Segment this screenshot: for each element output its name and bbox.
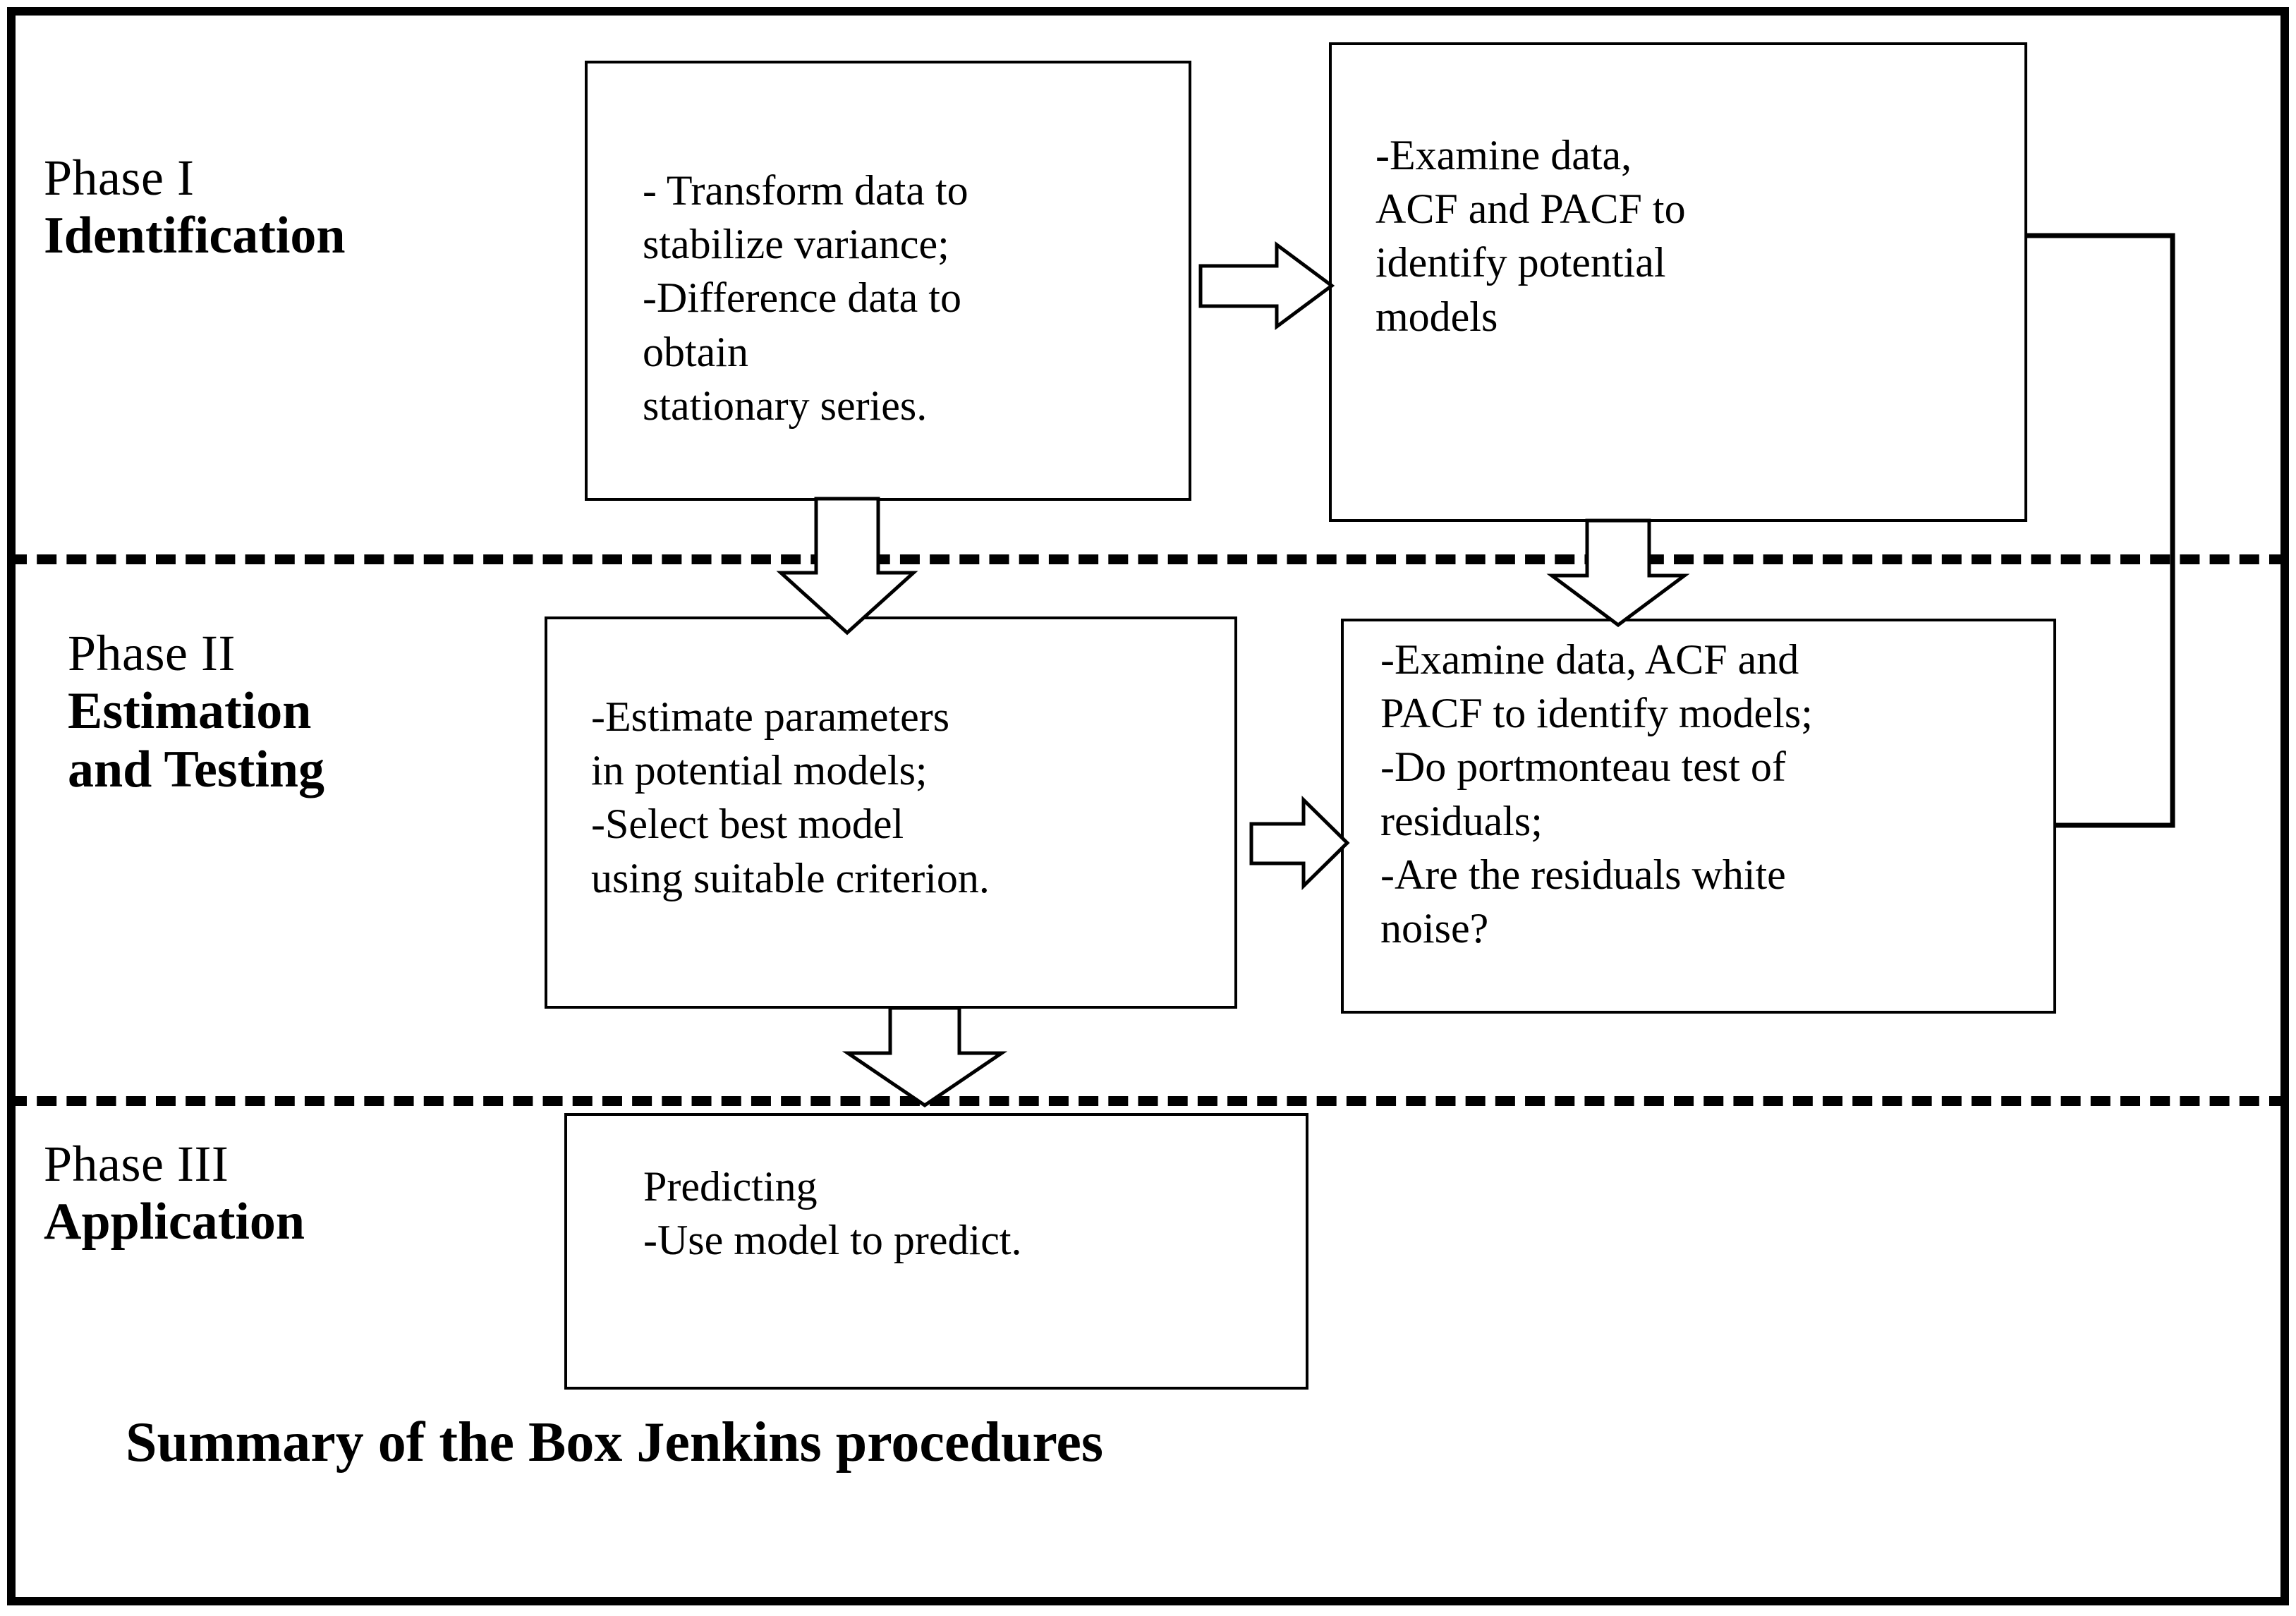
box-transform-data-text: - Transform data to stabilize variance; … bbox=[643, 167, 968, 429]
box-transform-data: - Transform data to stabilize variance; … bbox=[585, 61, 1191, 501]
arrow-transform-to-estimate bbox=[776, 497, 918, 636]
box-estimate-parameters: -Estimate parameters in potential models… bbox=[545, 616, 1237, 1009]
box-diagnostic-checking: -Examine data, ACF and PACF to identify … bbox=[1341, 619, 2056, 1014]
phase-2-number: Phase II bbox=[68, 625, 236, 681]
phase-1-number: Phase I bbox=[44, 150, 195, 206]
box-predicting: Predicting -Use model to predict. bbox=[564, 1113, 1308, 1390]
phase-label-3: Phase III Application bbox=[44, 1136, 305, 1251]
box-predicting-text: Predicting -Use model to predict. bbox=[643, 1163, 1022, 1264]
phase-3-name: Application bbox=[44, 1192, 305, 1251]
box-estimate-parameters-text: -Estimate parameters in potential models… bbox=[591, 693, 990, 901]
phase-divider-1 bbox=[7, 554, 2289, 564]
feedback-loop-identify-to-diagnostic bbox=[2022, 233, 2175, 828]
arrow-identify-to-diagnostic bbox=[1546, 518, 1690, 628]
diagram-caption: Summary of the Box Jenkins procedures bbox=[126, 1411, 1104, 1474]
phase-divider-2 bbox=[7, 1096, 2289, 1106]
phase-label-1: Phase I Identification bbox=[44, 150, 346, 265]
arrow-estimate-to-diagnostic bbox=[1249, 796, 1350, 890]
phase-label-2: Phase II Estimation and Testing bbox=[68, 625, 324, 798]
phase-2-name: Estimation and Testing bbox=[68, 681, 325, 798]
arrow-transform-to-identify bbox=[1198, 241, 1335, 330]
box-diagnostic-checking-text: -Examine data, ACF and PACF to identify … bbox=[1380, 636, 1813, 952]
box-identify-models: -Examine data, ACF and PACF to identify … bbox=[1329, 42, 2027, 522]
arrow-estimate-to-predicting bbox=[842, 1006, 1008, 1108]
phase-1-name: Identification bbox=[44, 206, 346, 265]
box-identify-models-text: -Examine data, ACF and PACF to identify … bbox=[1375, 132, 1686, 340]
phase-3-number: Phase III bbox=[44, 1136, 229, 1192]
